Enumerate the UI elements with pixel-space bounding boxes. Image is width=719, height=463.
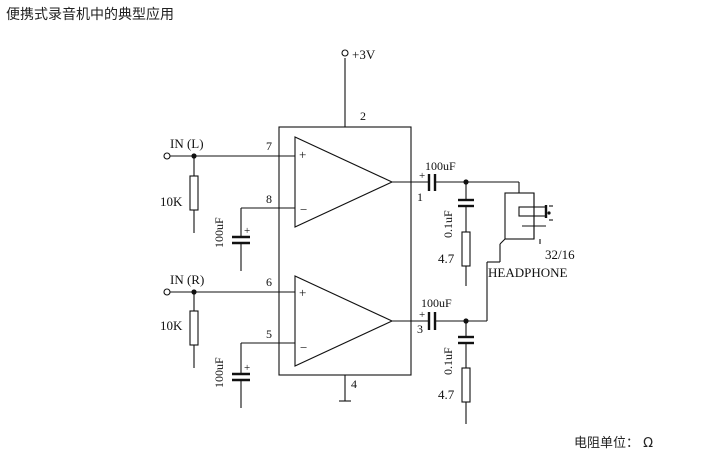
bypass-cap-right-polarity: + (244, 362, 250, 374)
opamp-left-minus: − (300, 202, 307, 217)
resistance-unit-note: 电阻单位： Ω (574, 436, 654, 451)
resistor-input-right (189, 292, 199, 368)
page-title: 便携式录音机中的典型应用 (6, 7, 174, 23)
pin-4-label: 4 (351, 377, 357, 391)
zobel-resistor-left-label: 4.7 (438, 251, 455, 266)
output-cap-right-polarity: + (419, 309, 425, 321)
output-cap-right-label: 100uF (421, 296, 452, 310)
bypass-cap-right (232, 342, 295, 408)
pin-8-label: 8 (266, 192, 272, 206)
input-left-terminal (163, 152, 295, 160)
ic-package (278, 126, 412, 376)
bypass-cap-left (232, 207, 295, 271)
bypass-cap-left-polarity: + (244, 225, 250, 237)
output-cap-left-label: 100uF (425, 159, 456, 173)
supply-label: +3V (352, 47, 376, 62)
zobel-right (458, 321, 474, 424)
pin-5-label: 5 (266, 327, 272, 341)
pin-2-label: 2 (360, 109, 366, 123)
pin-3-label: 3 (417, 322, 423, 336)
opamp-right (294, 275, 411, 367)
zobel-resistor-right-label: 4.7 (438, 387, 455, 402)
opamp-left-plus: + (299, 147, 306, 162)
zobel-cap-right-label: 0.1uF (441, 347, 455, 375)
input-right-terminal (163, 288, 295, 296)
input-right-label: IN (R) (170, 272, 204, 287)
resistor-input-left-label: 10K (160, 194, 183, 209)
headphone-label: HEADPHONE (488, 265, 568, 280)
resistor-input-right-label: 10K (160, 318, 183, 333)
opamp-right-minus: − (300, 340, 307, 355)
zobel-cap-left-label: 0.1uF (441, 210, 455, 238)
opamp-right-plus: + (299, 285, 306, 300)
bypass-cap-left-label: 100uF (212, 217, 226, 248)
input-left-label: IN (L) (170, 136, 204, 151)
pin-7-label: 7 (266, 139, 272, 153)
pin-6-label: 6 (266, 275, 272, 289)
output-cap-left (411, 174, 519, 191)
opamp-left (294, 136, 411, 228)
zobel-left (458, 182, 474, 286)
ground-pin-4 (339, 375, 351, 402)
resistor-input-left (189, 156, 199, 233)
pin-1-label: 1 (417, 190, 423, 204)
output-cap-left-polarity: + (419, 170, 425, 182)
supply-terminal (341, 49, 349, 127)
headphone-jack (486, 182, 553, 321)
headphone-impedance: 32/16 (545, 247, 575, 262)
bypass-cap-right-label: 100uF (212, 357, 226, 388)
